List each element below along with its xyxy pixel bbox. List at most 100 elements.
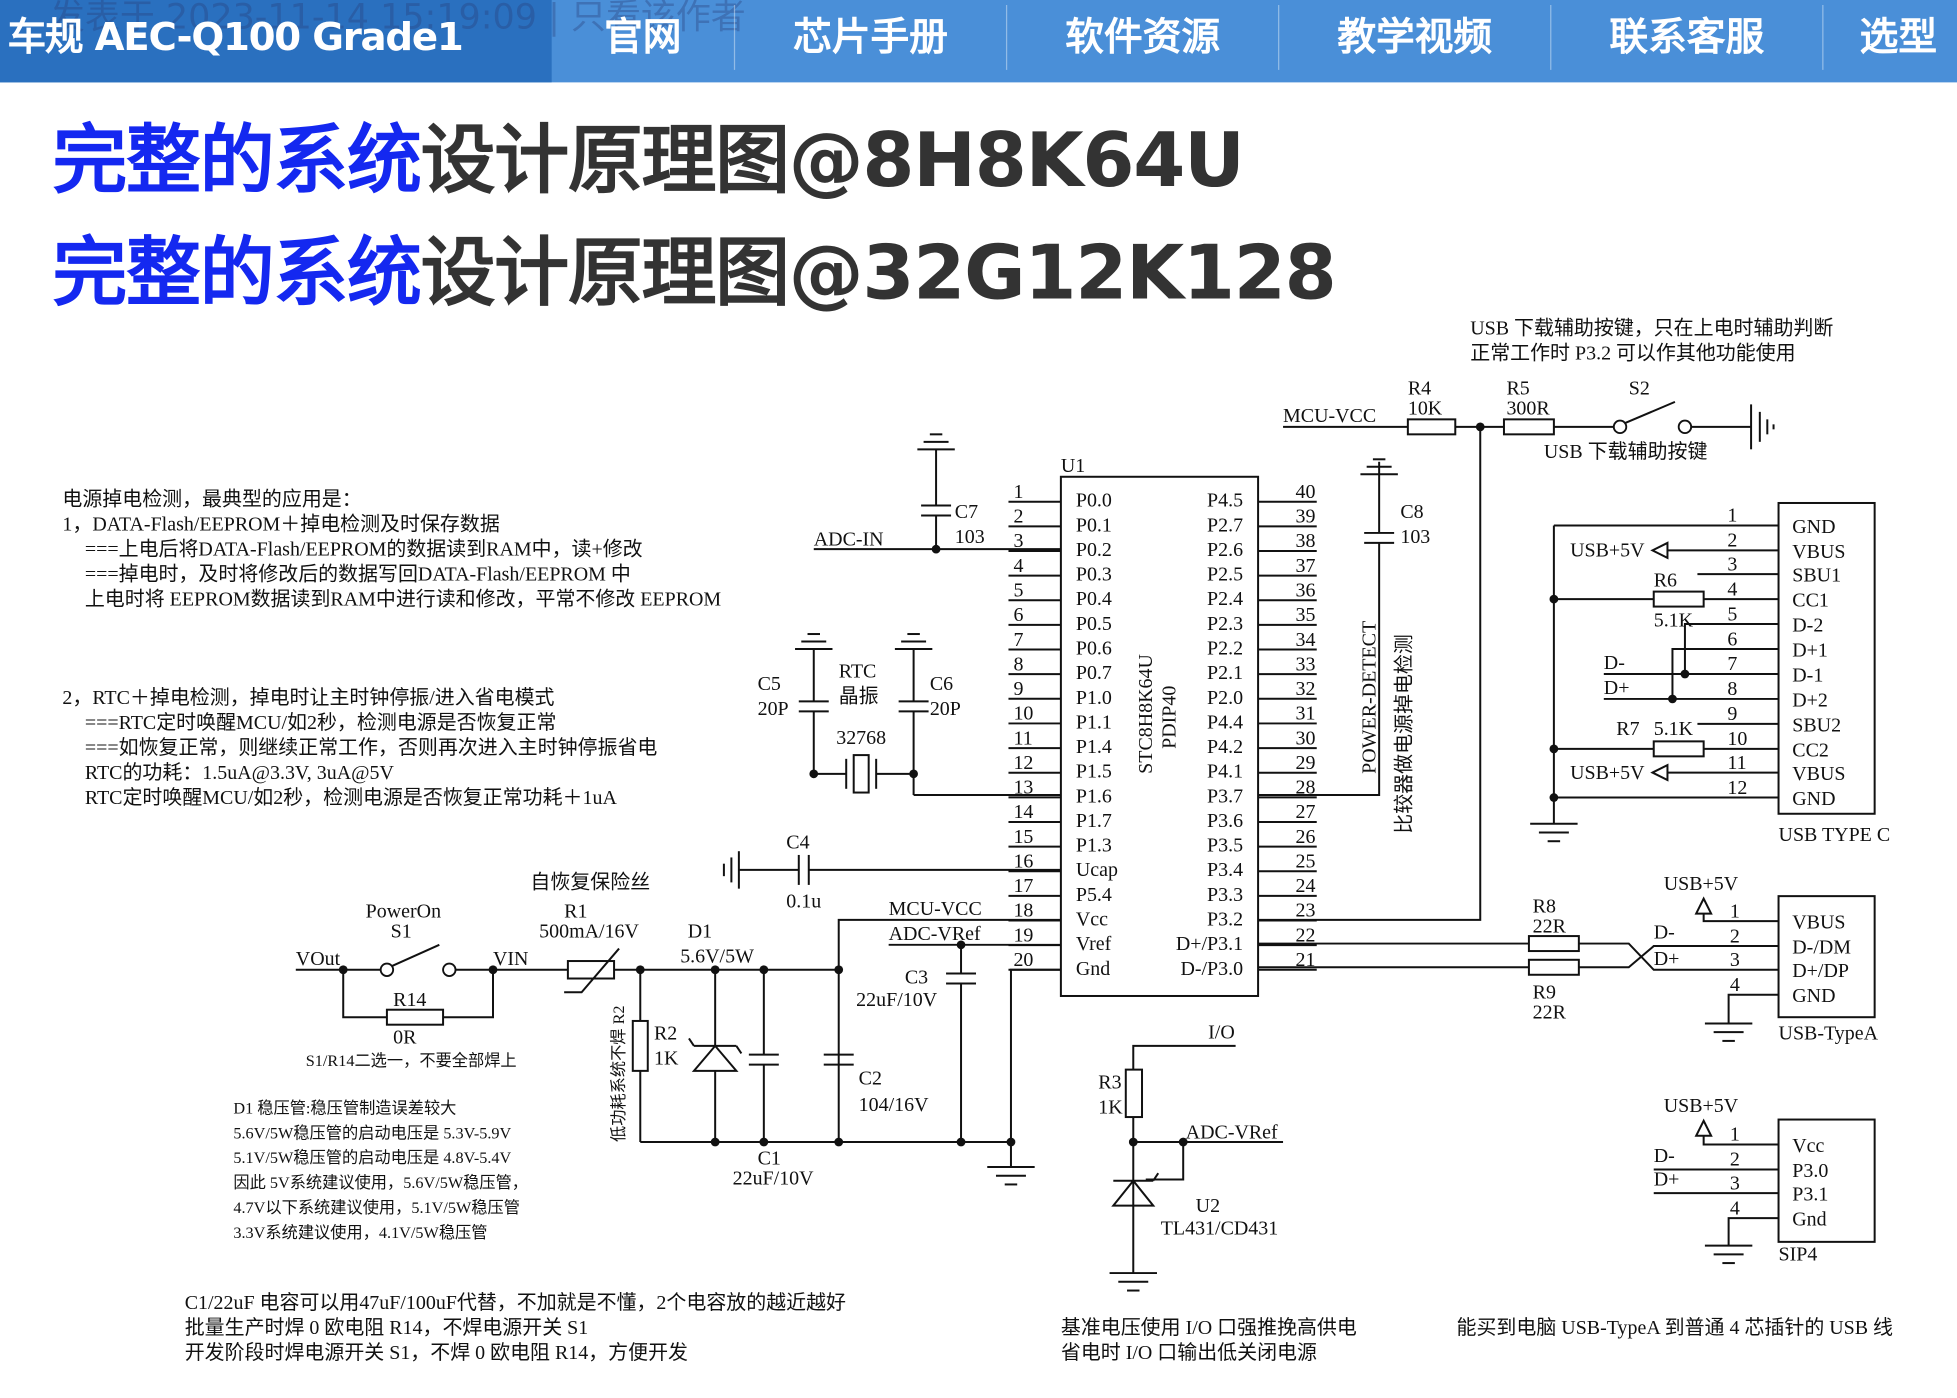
c8-value: 103 <box>1400 526 1430 548</box>
ground-icon <box>795 633 833 651</box>
usb_c-pin-6: 6D+1 <box>1727 628 1828 661</box>
usb-a-title: USB-TypeA <box>1779 1023 1879 1045</box>
ground-icon <box>987 1165 1035 1186</box>
mcu-vcc-label: MCU-VCC <box>1283 405 1376 427</box>
pin-number: 34 <box>1296 629 1316 651</box>
pin-name: P2.1 <box>1207 662 1243 684</box>
note-line: C1/22uF 电容可以用47uF/100uF代替，不加就是不懂，2个电容放的越… <box>185 1291 846 1314</box>
s1-r14-note: S1/R14二选一，不要全部焊上 <box>306 1052 517 1070</box>
bottom-notes: C1/22uF 电容可以用47uF/100uF代替，不加就是不懂，2个电容放的越… <box>185 1291 1893 1364</box>
voltage-reference-section: I/O R3 1K ADC-VRef U2 TL431/CD431 <box>1098 1021 1284 1292</box>
pin-number: 35 <box>1296 604 1316 626</box>
nav-customer-service[interactable]: 联系客服 <box>1609 14 1765 60</box>
pin-name: P2.2 <box>1207 638 1243 660</box>
nav-divider <box>733 4 736 70</box>
c7-value: 103 <box>955 526 985 548</box>
resistor-r8 <box>1527 935 1580 953</box>
pin-number: 25 <box>1296 850 1316 872</box>
u2-value: TL431/CD431 <box>1161 1217 1279 1239</box>
pin-name: P0.6 <box>1076 638 1112 660</box>
pin-name: P2.6 <box>1207 539 1243 561</box>
note-line: RTC的功耗：1.5uA@3.3V, 3uA@5V <box>85 761 395 784</box>
r5-value: 300R <box>1506 397 1550 419</box>
arrow-left-icon <box>1650 541 1779 560</box>
usb_c-pin-8: 8D+2 <box>1727 678 1828 711</box>
sip4-title: SIP4 <box>1779 1244 1818 1266</box>
c4-label: C4 <box>786 832 809 854</box>
pin-name: P4.4 <box>1207 711 1243 733</box>
fuse-note: 自恢复保险丝 <box>530 871 650 894</box>
vout-label: VOut <box>296 948 341 970</box>
pin-number: 4 <box>1727 578 1737 600</box>
r3-value: 1K <box>1098 1096 1123 1118</box>
pin-name: P3.1 <box>1792 1184 1828 1206</box>
note-line: 3.3V系统建议使用，4.1V/5W稳压管 <box>233 1224 487 1242</box>
pin-number: 4 <box>1730 974 1740 996</box>
d-minus-label: D- <box>1654 922 1675 944</box>
pin-name: P3.3 <box>1207 884 1243 906</box>
pin-number: 16 <box>1013 850 1033 872</box>
pin-number: 29 <box>1296 752 1316 774</box>
brand-link[interactable]: 车规 AEC-Q100 Grade1 <box>7 14 463 60</box>
nav-selection[interactable]: 选型 <box>1859 14 1938 60</box>
nav-official-site[interactable]: 官网 <box>604 14 682 60</box>
r7-label: R7 <box>1616 718 1639 740</box>
pin-name: P2.5 <box>1207 564 1243 586</box>
note-line: ===RTC定时唤醒MCU/如2秒，检测电源是否恢复正常 <box>85 711 557 734</box>
nav-divider <box>1005 4 1008 70</box>
pin-name: CC2 <box>1792 739 1829 761</box>
pin-number: 1 <box>1730 900 1740 922</box>
pin-number: 14 <box>1013 801 1033 823</box>
c3-label: C3 <box>905 967 928 989</box>
r4-label: R4 <box>1408 377 1431 399</box>
note-line: 批量生产时焊 0 欧电阻 R14，不焊电源开关 S1 <box>185 1316 589 1339</box>
pin-name: Vref <box>1076 933 1112 955</box>
nav-datasheet[interactable]: 芯片手册 <box>793 14 948 60</box>
pin-name: D+/DP <box>1792 960 1849 982</box>
crystal-frequency: 32768 <box>836 727 886 749</box>
c2-value: 104/16V <box>859 1094 929 1116</box>
r6-value: 5.1K <box>1654 610 1694 632</box>
nav-divider <box>1822 4 1824 70</box>
usb-download-key-section: USB 下载辅助按键，只在上电时辅助判断 正常工作时 P3.2 可以作其他功能使… <box>1258 316 1833 921</box>
pin-name: D-1 <box>1792 664 1823 686</box>
nav-tutorial-videos[interactable]: 教学视频 <box>1337 14 1493 60</box>
ground-icon <box>1704 1244 1753 1265</box>
pin-number: 3 <box>1730 1172 1740 1194</box>
pin-number: 2 <box>1730 925 1740 947</box>
pin-number: 40 <box>1296 481 1316 503</box>
pin-number: 8 <box>1013 653 1023 675</box>
mcu-pin-25: 25 P3.4 <box>1207 850 1317 881</box>
d-plus-label: D+ <box>1604 677 1630 699</box>
resistor-r7 <box>1652 740 1705 758</box>
pin-name: SBU2 <box>1792 714 1841 736</box>
pin-name: P3.4 <box>1207 859 1243 881</box>
pin-name: P0.2 <box>1076 539 1112 561</box>
pin-number: 22 <box>1296 924 1316 946</box>
resistor-r14 <box>385 1008 445 1026</box>
pin-name: D-2 <box>1792 615 1823 637</box>
power-detect-net: POWER-DETECT <box>1358 621 1380 774</box>
ground-icon <box>1109 1272 1157 1292</box>
pin-name: GND <box>1792 985 1835 1007</box>
pin-name: Gnd <box>1076 958 1110 980</box>
tl431-symbol <box>1111 1172 1160 1207</box>
title-highlight: 完整的系统 <box>52 117 421 205</box>
nav-software[interactable]: 软件资源 <box>1065 14 1221 60</box>
mcu-vcc-label: MCU-VCC <box>889 898 982 920</box>
pin-number: 36 <box>1296 580 1316 602</box>
usb_c-pin-7: 7D-1 <box>1727 653 1823 686</box>
